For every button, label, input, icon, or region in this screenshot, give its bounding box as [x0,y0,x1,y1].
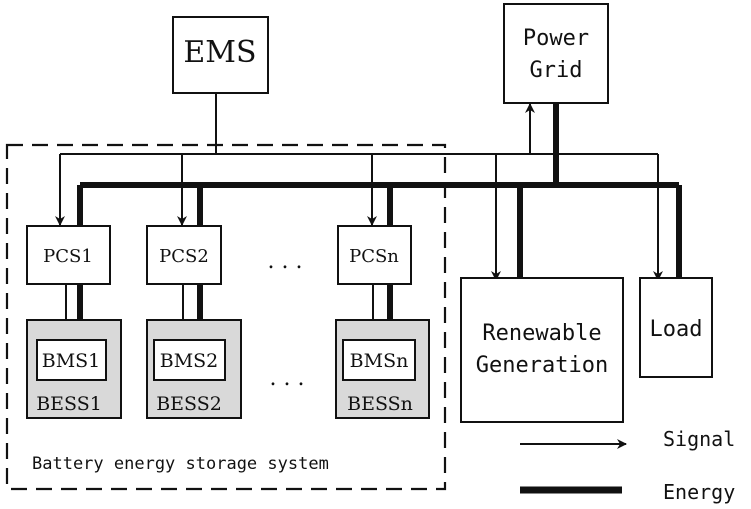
legend: Signal Energy [520,427,735,504]
bess2-label: BESS2 [156,393,222,415]
bessn-label: BESSn [347,393,413,415]
bmsn-label: BMSn [350,350,409,372]
bess-group-label: Battery energy storage system [32,454,329,474]
power-grid-node: Power Grid [503,3,609,104]
pcsn-node: PCSn [337,225,412,285]
bessn-node: BMSn BESSn [335,319,430,419]
pcs2-node: PCS2 [146,225,222,285]
renewable-label-line1: Renewable [482,321,601,346]
bess1-node: BMS1 BESS1 [26,319,122,419]
bms1-label: BMS1 [42,350,101,372]
pcs1-label: PCS1 [43,246,93,267]
pcsn-label: PCSn [349,246,399,267]
bms2-box [153,339,226,381]
bess2-node: BMS2 BESS2 [146,319,242,419]
ems-label: EMS [183,35,256,70]
bms2-label: BMS2 [160,350,219,372]
bms1-box [36,339,107,381]
bess1-label: BESS1 [36,393,102,415]
legend-energy-label: Energy [663,480,735,504]
bess-group-boundary [5,143,447,491]
ellipsis-top: . . . [268,249,303,274]
pcs1-node: PCS1 [26,225,111,285]
legend-signal-label: Signal [663,427,735,451]
renewable-generation-node: Renewable Generation [460,277,624,423]
load-node: Load [639,277,713,378]
load-label: Load [650,317,703,342]
pcs2-label: PCS2 [159,246,209,267]
power-grid-label-line2: Grid [530,58,583,83]
bmsn-box [342,339,416,381]
ellipsis-bottom: . . . [270,366,305,391]
ems-node: EMS [172,16,269,94]
renewable-label-line2: Generation [476,353,608,378]
power-grid-label-line1: Power [523,26,589,51]
